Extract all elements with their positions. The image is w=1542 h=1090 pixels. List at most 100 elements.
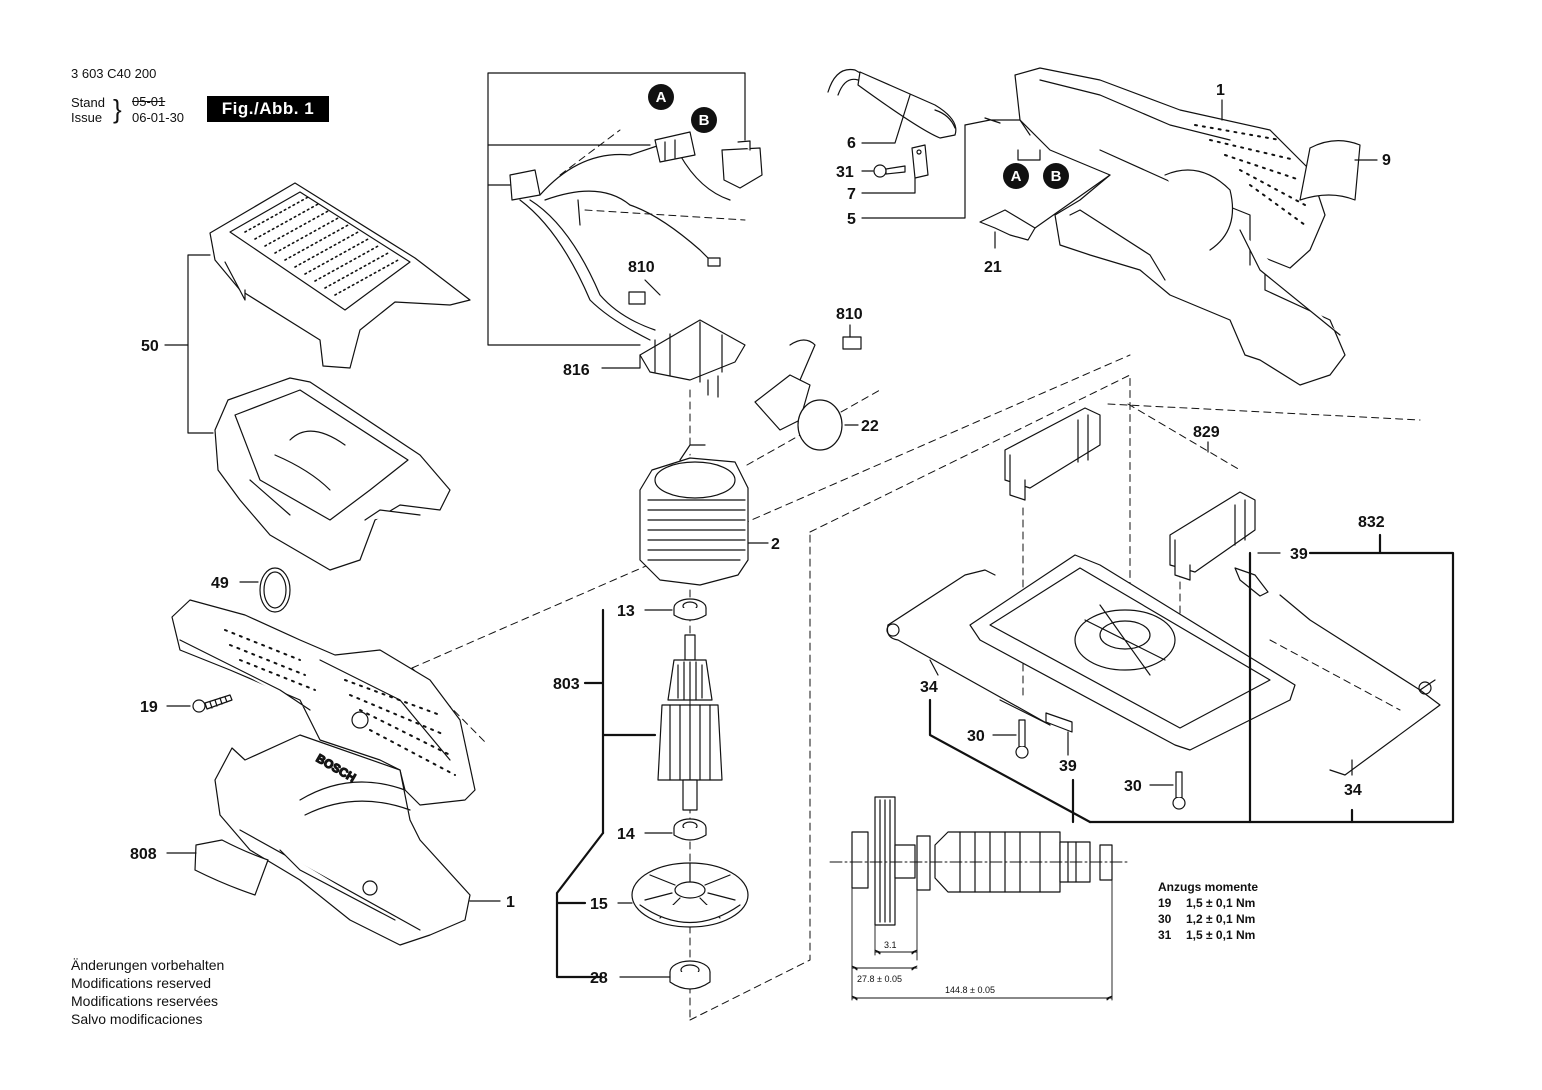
part-number-label: 829 bbox=[1193, 424, 1220, 441]
part-number-label: 30 bbox=[1124, 778, 1142, 795]
part-number-label: 810 bbox=[628, 259, 655, 276]
clamp-lever-upper bbox=[1004, 407, 1101, 501]
sander-base bbox=[214, 734, 471, 946]
modification-notes: Änderungen vorbehalten Modifications res… bbox=[71, 956, 224, 1028]
part-number-label: 832 bbox=[1358, 514, 1385, 531]
document-number: 3 603 C40 200 bbox=[71, 66, 157, 81]
bracket-832 bbox=[1088, 533, 1455, 824]
base-plate bbox=[969, 554, 1296, 751]
note-line: Salvo modificaciones bbox=[71, 1011, 203, 1027]
cable-clamp bbox=[964, 117, 1031, 136]
screw-19 bbox=[192, 694, 233, 713]
connector-block bbox=[654, 131, 696, 163]
screw-31 bbox=[873, 164, 906, 178]
issue-value: 06-01-30 bbox=[132, 110, 185, 125]
stand-value: 05-01 bbox=[132, 94, 166, 109]
armature bbox=[657, 634, 723, 811]
part-number-label: 808 bbox=[130, 846, 157, 863]
carbon-brush bbox=[628, 291, 646, 305]
housing-upper bbox=[1014, 67, 1346, 386]
dimension-label: 144.8 ± 0.05 bbox=[945, 985, 995, 995]
leader-line bbox=[929, 659, 939, 676]
switch-body bbox=[721, 140, 763, 189]
dust-box-container bbox=[214, 377, 451, 571]
part-number-label: 15 bbox=[590, 896, 608, 913]
stand-label: Stand bbox=[71, 95, 105, 110]
leader-line bbox=[861, 124, 966, 219]
vent-grid-pattern bbox=[244, 195, 401, 296]
dimension-label: 3.1 bbox=[884, 940, 897, 950]
label-9 bbox=[1299, 140, 1361, 201]
part-number-label: 7 bbox=[847, 186, 856, 203]
connector-b-icon: B bbox=[1043, 163, 1069, 189]
bracket-lower bbox=[555, 831, 605, 979]
power-cable bbox=[827, 68, 957, 139]
connector-a-icon: A bbox=[1003, 163, 1029, 189]
leader-line bbox=[601, 354, 641, 369]
connector-a-icon: A bbox=[648, 84, 674, 110]
spring-39 bbox=[1234, 567, 1269, 597]
part-number-label: 6 bbox=[847, 135, 856, 152]
bearing-13 bbox=[673, 598, 707, 621]
label-808 bbox=[194, 839, 269, 896]
leader-line bbox=[1017, 149, 1041, 161]
part-number-label: 2 bbox=[771, 536, 780, 553]
part-number-label: 803 bbox=[553, 676, 580, 693]
svg-text:B: B bbox=[1051, 168, 1062, 185]
clamp-lever-lower bbox=[1169, 491, 1256, 581]
carbon-brush bbox=[842, 336, 862, 350]
part-number-label: 22 bbox=[861, 418, 879, 435]
part-21-clip bbox=[979, 209, 1036, 241]
dust-box-lid bbox=[209, 182, 471, 369]
leader-line bbox=[861, 94, 911, 144]
svg-text:A: A bbox=[656, 89, 667, 106]
housing-shell bbox=[171, 599, 476, 806]
part-number-label: 1 bbox=[506, 894, 515, 911]
connector-b-icon: B bbox=[691, 107, 717, 133]
switch-assembly bbox=[754, 339, 843, 451]
part-number-label: 30 bbox=[967, 728, 985, 745]
fan-impeller bbox=[631, 862, 749, 928]
o-ring-inner bbox=[263, 571, 287, 609]
pad-clamp-right bbox=[1279, 594, 1441, 776]
leader-line bbox=[1034, 174, 1111, 229]
dimension-label: 27.8 ± 0.05 bbox=[857, 974, 902, 984]
bracket-832-legs bbox=[928, 551, 1354, 824]
torque-title: Anzugs momente bbox=[1158, 880, 1259, 894]
part-number-label: 49 bbox=[211, 575, 229, 592]
note-line: Modifications reserved bbox=[71, 975, 212, 991]
part-number-label: 50 bbox=[141, 338, 159, 355]
part-number-label: 5 bbox=[847, 211, 856, 228]
brush-holder bbox=[639, 319, 746, 398]
issue-label: Issue bbox=[71, 110, 103, 125]
spring-39b bbox=[1045, 712, 1073, 733]
part-number-label: 21 bbox=[984, 259, 1002, 276]
svg-text:A: A bbox=[1011, 168, 1022, 185]
bracket-50 bbox=[187, 254, 214, 434]
part-number-label: 19 bbox=[140, 699, 158, 716]
part-number-label: 28 bbox=[590, 970, 608, 987]
cable-clip bbox=[911, 144, 929, 179]
part-number-label: 1 bbox=[1216, 82, 1225, 99]
part-number-label: 810 bbox=[836, 306, 863, 323]
housing-upper-dots bbox=[1194, 124, 1306, 226]
bearing-14 bbox=[673, 818, 707, 841]
part-number-label: 39 bbox=[1059, 758, 1077, 775]
wiring-harness bbox=[509, 144, 731, 341]
brace-icon: } bbox=[113, 94, 122, 124]
part-number-label: 39 bbox=[1290, 546, 1308, 563]
leader-line bbox=[861, 177, 916, 194]
bracket-803 bbox=[583, 608, 657, 835]
bearing-28 bbox=[669, 960, 711, 990]
note-line: Änderungen vorbehalten bbox=[71, 957, 225, 973]
housing-dot-pattern bbox=[224, 629, 456, 776]
screw-30b bbox=[1172, 771, 1186, 810]
dimension-lines bbox=[851, 879, 1113, 1001]
part-number-label: 816 bbox=[563, 362, 590, 379]
leader-line bbox=[644, 279, 661, 296]
part-number-label: 9 bbox=[1382, 152, 1391, 169]
